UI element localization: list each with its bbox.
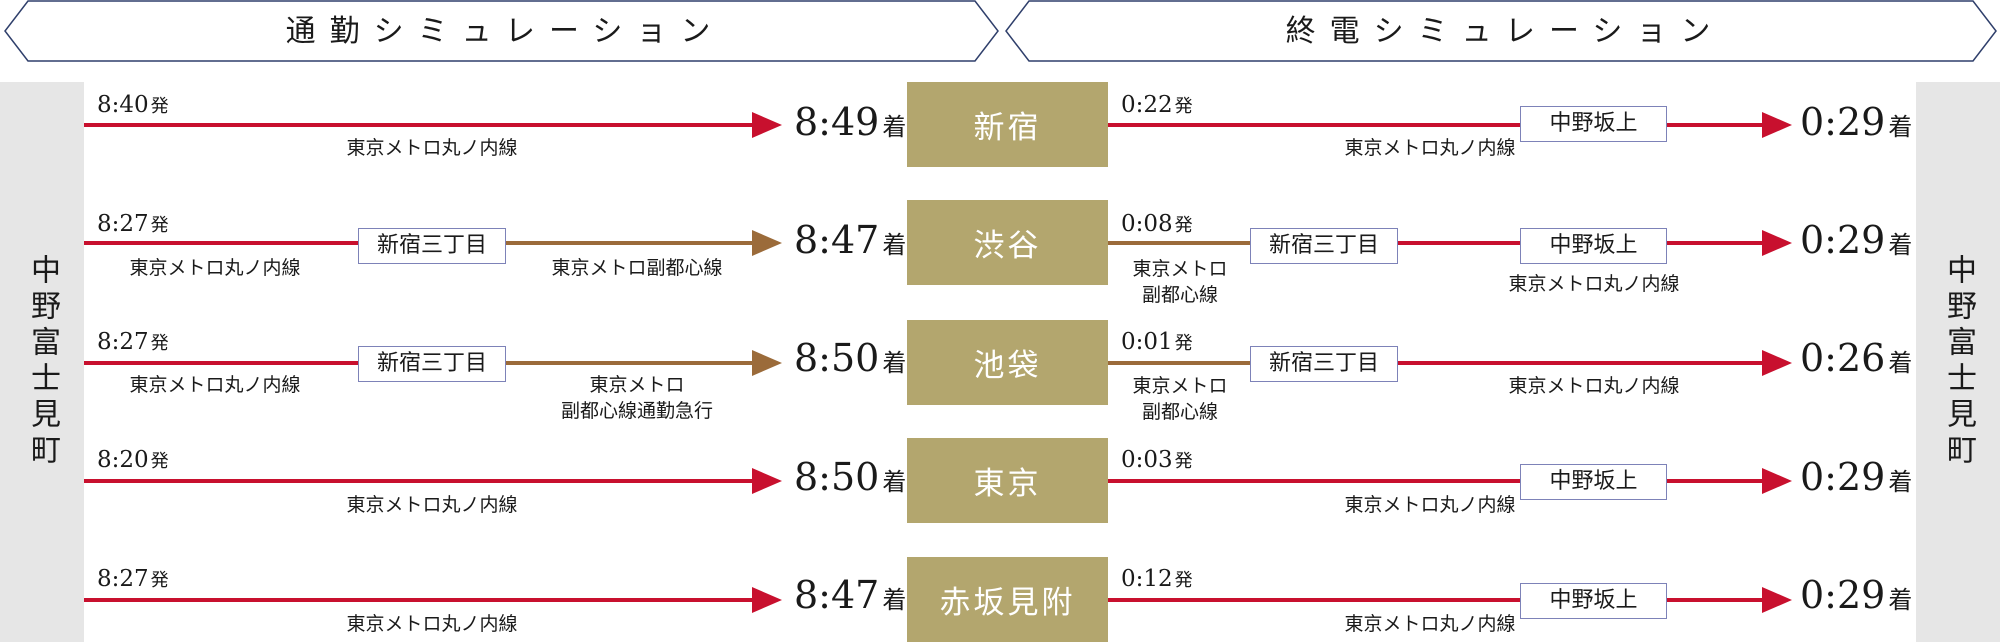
arrow-head — [752, 112, 782, 138]
commute-line-label: 東京メトロ丸ノ内線 — [346, 137, 518, 159]
commute-line-label: 東京メトロ丸ノ内線 — [129, 374, 301, 396]
commute-line-label: 東京メトロ丸ノ内線 — [346, 494, 518, 516]
transfer-station-box: 中野坂上 — [1520, 464, 1667, 500]
last-train-simulation-header: 終電シミュレーション — [1285, 14, 1725, 49]
transfer-station-box: 中野坂上 — [1520, 106, 1667, 142]
destination-station: 新宿 — [907, 82, 1108, 167]
lasttrain-line-label: 東京メトロ丸ノ内線 — [1508, 273, 1680, 295]
origin-label-right: 中野富士見町 — [1916, 82, 2000, 642]
destination-station: 池袋 — [907, 320, 1108, 405]
commute-line-label: 東京メトロ副都心線通勤急行 — [560, 374, 714, 422]
lasttrain-line-label: 東京メトロ副都心線 — [1132, 375, 1228, 423]
lasttrain-line-label: 東京メトロ副都心線 — [1132, 258, 1228, 306]
transfer-station-box: 新宿三丁目 — [358, 346, 506, 382]
commute-header-shape — [4, 0, 999, 62]
lasttrain-line-label: 東京メトロ丸ノ内線 — [1344, 613, 1516, 635]
destination-station: 東京 — [907, 438, 1108, 523]
lasttrain-line-label: 東京メトロ丸ノ内線 — [1508, 375, 1680, 397]
destination-station: 赤坂見附 — [907, 557, 1108, 642]
origin-station-name: 中野富士見町 — [25, 254, 60, 470]
transfer-station-box: 新宿三丁目 — [1250, 228, 1398, 264]
commute-line-label: 東京メトロ副都心線 — [551, 257, 723, 279]
arrow-head — [752, 587, 782, 613]
origin-label-left: 中野富士見町 — [0, 82, 84, 642]
arrow-head — [752, 230, 782, 256]
transfer-station-box: 新宿三丁目 — [358, 228, 506, 264]
transfer-station-box: 中野坂上 — [1520, 583, 1667, 619]
arrow-head — [1762, 230, 1792, 256]
transfer-station-box: 新宿三丁目 — [1250, 346, 1398, 382]
arrow-head — [1762, 350, 1792, 376]
origin-station-name: 中野富士見町 — [1941, 254, 1976, 470]
transfer-station-box: 中野坂上 — [1520, 228, 1667, 264]
commute-line-label: 東京メトロ丸ノ内線 — [129, 257, 301, 279]
arrow-head — [752, 350, 782, 376]
arrow-head — [1762, 587, 1792, 613]
commute-line-label: 東京メトロ丸ノ内線 — [346, 613, 518, 635]
arrow-head — [1762, 112, 1792, 138]
lasttrain-line-label: 東京メトロ丸ノ内線 — [1344, 494, 1516, 516]
arrow-head — [1762, 468, 1792, 494]
lasttrain-line-label: 東京メトロ丸ノ内線 — [1344, 137, 1516, 159]
arrow-head — [752, 468, 782, 494]
destination-station: 渋谷 — [907, 200, 1108, 285]
commute-simulation-header: 通勤シミュレーション — [285, 14, 725, 49]
lasttrain-header-shape — [1005, 0, 1997, 62]
